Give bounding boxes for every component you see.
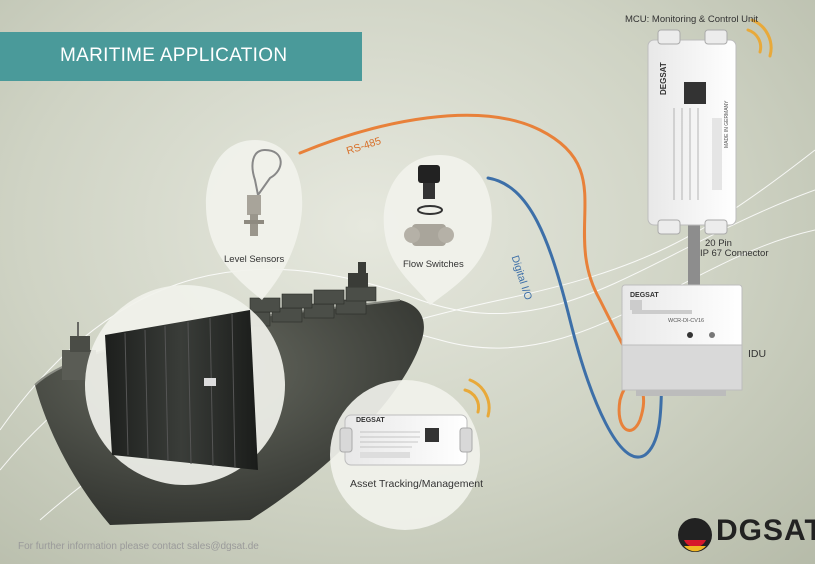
made-in-germany-text: MADE IN GERMANY bbox=[724, 100, 730, 148]
mcu-idu-connector-cable bbox=[688, 225, 700, 287]
digital-io-cable bbox=[486, 176, 664, 459]
idu-device bbox=[621, 284, 743, 396]
asset-tracking-callout bbox=[330, 380, 480, 530]
tracker-brand-text: DEGSAT bbox=[356, 417, 385, 424]
mcu-device bbox=[647, 29, 737, 235]
idu-model-text: WCR-DI-CV16 bbox=[668, 318, 705, 324]
mcu-wireless-signal-icon bbox=[746, 18, 773, 58]
title-banner: MARITIME APPLICATION bbox=[0, 32, 362, 81]
mcu-label: MCU: Monitoring & Control Unit bbox=[625, 14, 759, 25]
dgsat-logo-text: DGSAT bbox=[716, 514, 815, 547]
idu-brand-text: DEGSAT bbox=[630, 292, 659, 299]
page-title: MARITIME APPLICATION bbox=[60, 45, 288, 66]
connector-label-line2: IP 67 Connector bbox=[700, 248, 769, 259]
asset-wireless-signal-icon bbox=[463, 378, 491, 418]
connector-label-line1: 20 Pin bbox=[705, 238, 732, 249]
idu-label: IDU bbox=[748, 348, 767, 360]
dgsat-logo-icon bbox=[678, 518, 712, 552]
mcu-brand-text: DEGSAT bbox=[659, 62, 668, 95]
flow-switches-callout bbox=[383, 155, 492, 305]
rs485-cable bbox=[298, 113, 646, 432]
contact-footer: For further information please contact s… bbox=[18, 541, 259, 552]
level-sensors-callout bbox=[205, 140, 303, 300]
container-callout bbox=[85, 285, 285, 485]
asset-tracking-label: Asset Tracking/Management bbox=[350, 478, 484, 490]
level-sensors-label: Level Sensors bbox=[224, 254, 285, 265]
flow-switches-label: Flow Switches bbox=[403, 259, 464, 270]
